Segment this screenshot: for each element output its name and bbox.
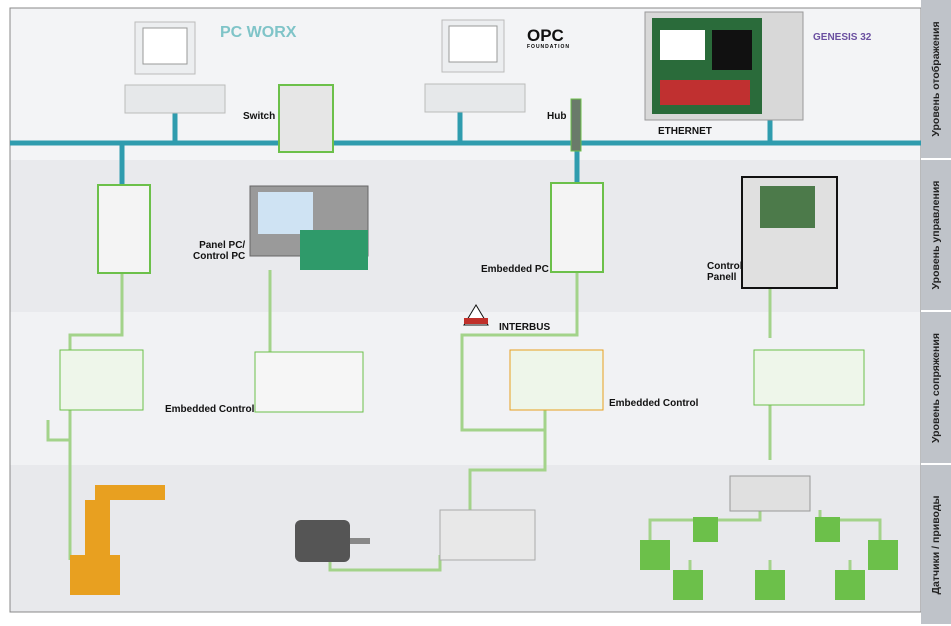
level-visualization: Уровень отображения — [921, 0, 951, 160]
embedded-control-label-right: Embedded Control — [609, 398, 699, 409]
workstation-opc — [424, 19, 526, 113]
motor — [295, 520, 370, 562]
pcworx-logo: PC WORX — [220, 24, 297, 41]
workstation-pcworx — [124, 21, 226, 114]
switch-label: Switch — [243, 111, 276, 122]
genesis-logo: GENESIS 32 — [813, 32, 872, 43]
hub-device — [570, 98, 582, 152]
panel-pc-label: Panel PC/ Control PC — [193, 240, 246, 262]
robot — [70, 485, 165, 595]
level-control: Уровень управления — [921, 160, 951, 312]
sensor-boxes — [640, 517, 898, 600]
opc-logo-sub: FOUNDATION — [527, 44, 570, 50]
level-interface: Уровень сопряжения — [921, 312, 951, 465]
io-module-left — [59, 349, 144, 411]
embedded-control-left — [254, 351, 364, 413]
embedded-pc-left — [97, 184, 151, 274]
embedded-pc-label: Embedded PC — [481, 264, 549, 275]
hub-label: Hub — [547, 111, 567, 122]
opc-logo: OPC — [527, 26, 564, 45]
io-module-right — [753, 349, 865, 406]
control-panel-label: Control Panell — [707, 261, 743, 283]
panel-pc — [249, 185, 369, 270]
scada-screen — [644, 11, 804, 121]
control-panel-device — [741, 176, 838, 289]
switch-device — [278, 84, 334, 153]
embedded-control-right — [509, 349, 604, 411]
interbus-label: INTERBUS — [499, 322, 551, 333]
embedded-control-label-left: Embedded Control — [165, 404, 255, 415]
embedded-pc-right — [550, 182, 604, 273]
ethernet-label: ETHERNET — [658, 126, 712, 137]
sensor-hub — [729, 475, 811, 512]
drive-controller — [439, 509, 536, 561]
level-field: Датчики / приводы — [921, 465, 951, 626]
